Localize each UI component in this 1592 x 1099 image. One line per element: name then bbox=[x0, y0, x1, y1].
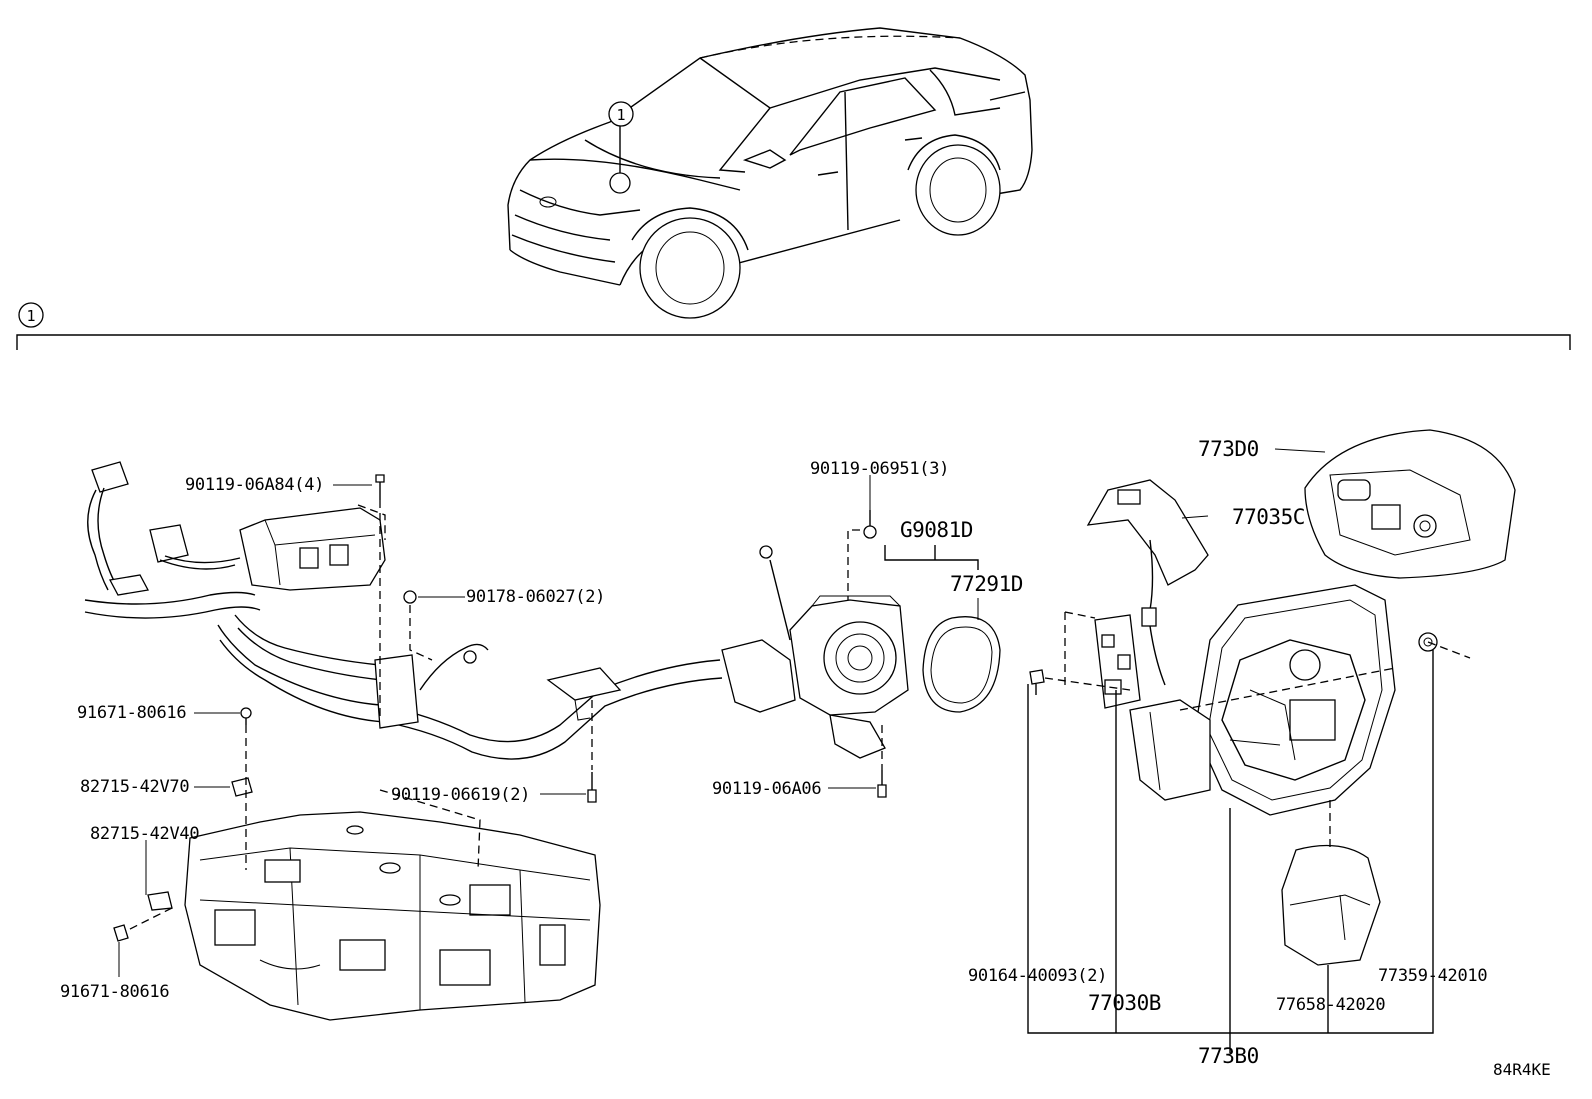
charge-inlet bbox=[789, 595, 909, 759]
label-G9081D: G9081D bbox=[900, 518, 973, 542]
label-91671-80616-lower: 91671-80616 bbox=[60, 982, 169, 1002]
vehicle-callout-number: 1 bbox=[616, 106, 625, 124]
part-labels: 773D0 77035C 90119-06A84(4) 90119-06951(… bbox=[60, 437, 1551, 1079]
vehicle-illustration bbox=[507, 27, 1033, 319]
label-90119-06951: 90119-06951(3) bbox=[810, 459, 949, 479]
label-90119-06619: 90119-06619(2) bbox=[391, 785, 530, 805]
inlet-seal-ring bbox=[922, 616, 1001, 713]
label-77291D: 77291D bbox=[950, 572, 1023, 596]
power-control-unit bbox=[184, 811, 601, 1021]
label-773D0: 773D0 bbox=[1198, 437, 1259, 461]
label-77035C: 77035C bbox=[1232, 505, 1305, 529]
section-bracket: 1 bbox=[16, 302, 1571, 350]
lid-inner-cover bbox=[1281, 844, 1381, 966]
label-77359-42010: 77359-42010 bbox=[1378, 966, 1487, 986]
drawing-code: 84R4KE bbox=[1493, 1060, 1551, 1079]
label-82715-42V40: 82715-42V40 bbox=[90, 824, 199, 844]
label-91671-80616-upper: 91671-80616 bbox=[77, 703, 186, 723]
label-77658-42020: 77658-42020 bbox=[1276, 995, 1385, 1015]
dashed-relation-lines bbox=[127, 500, 1471, 931]
charge-lid-assembly bbox=[1129, 584, 1396, 816]
charge-port-cover bbox=[1304, 429, 1516, 579]
section-callout-number: 1 bbox=[26, 307, 35, 325]
leader-lines bbox=[118, 448, 1434, 1053]
label-90119-06A06: 90119-06A06 bbox=[712, 779, 821, 799]
vehicle-callout: 1 bbox=[608, 101, 634, 127]
label-82715-42V70: 82715-42V70 bbox=[80, 777, 189, 797]
label-773B0: 773B0 bbox=[1198, 1044, 1259, 1068]
label-90164-40093: 90164-40093(2) bbox=[968, 966, 1107, 986]
label-77030B: 77030B bbox=[1088, 991, 1161, 1015]
lock-actuator-bracket bbox=[1086, 479, 1209, 686]
lock-actuator bbox=[1094, 614, 1141, 709]
label-90119-06A84: 90119-06A84(4) bbox=[185, 475, 324, 495]
wire-harness bbox=[84, 461, 796, 760]
label-90178-06027: 90178-06027(2) bbox=[466, 587, 605, 607]
